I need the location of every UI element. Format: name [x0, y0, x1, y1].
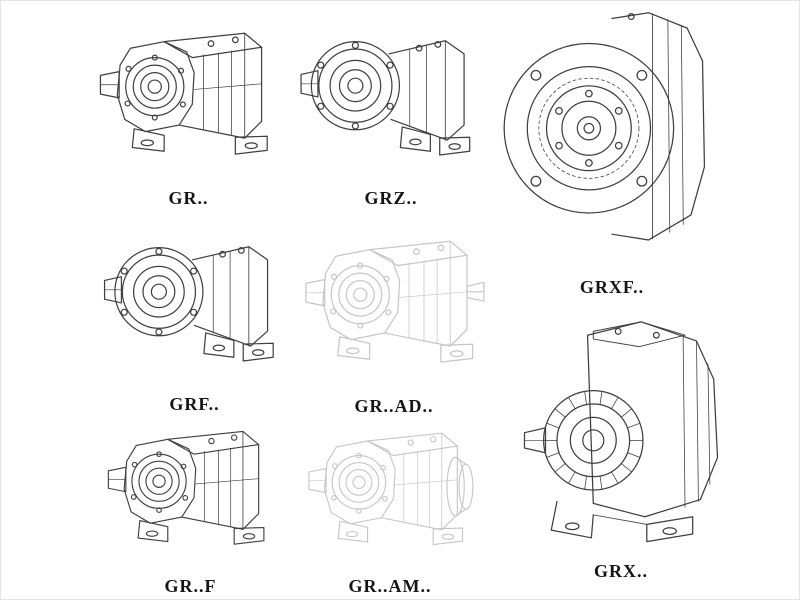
gram-gearbox-drawing — [291, 409, 474, 573]
grxf-gearbox-drawing — [493, 5, 731, 265]
model-grx: GRX.. — [497, 297, 745, 582]
model-label-grad: GR..AD.. — [354, 396, 434, 416]
model-label-grx: GRX.. — [594, 561, 648, 581]
grz-gearbox-drawing — [296, 7, 486, 185]
model-gram: GR..AM.. — [291, 409, 489, 597]
grf-gearbox-drawing — [97, 213, 292, 391]
model-label-grz: GRZ.. — [364, 188, 418, 208]
model-grf: GRF.. — [97, 213, 292, 415]
model-grxf: GRXF.. — [493, 5, 731, 298]
grff-gearbox-drawing — [93, 407, 288, 573]
model-grff: GR..F — [93, 407, 288, 597]
gr-gearbox-drawing — [91, 7, 286, 185]
grx-gearbox-drawing — [497, 297, 745, 555]
model-grz: GRZ.. — [296, 7, 486, 209]
model-label-grf: GRF.. — [169, 394, 220, 414]
model-label-grxf: GRXF.. — [579, 277, 645, 297]
model-label-gr: GR.. — [168, 188, 209, 208]
grad-gearbox-drawing — [294, 215, 485, 393]
model-label-grff: GR..F — [164, 576, 217, 596]
model-grad: GR..AD.. — [294, 215, 494, 417]
model-label-gram: GR..AM.. — [348, 576, 432, 596]
model-gr: GR.. — [91, 7, 286, 209]
